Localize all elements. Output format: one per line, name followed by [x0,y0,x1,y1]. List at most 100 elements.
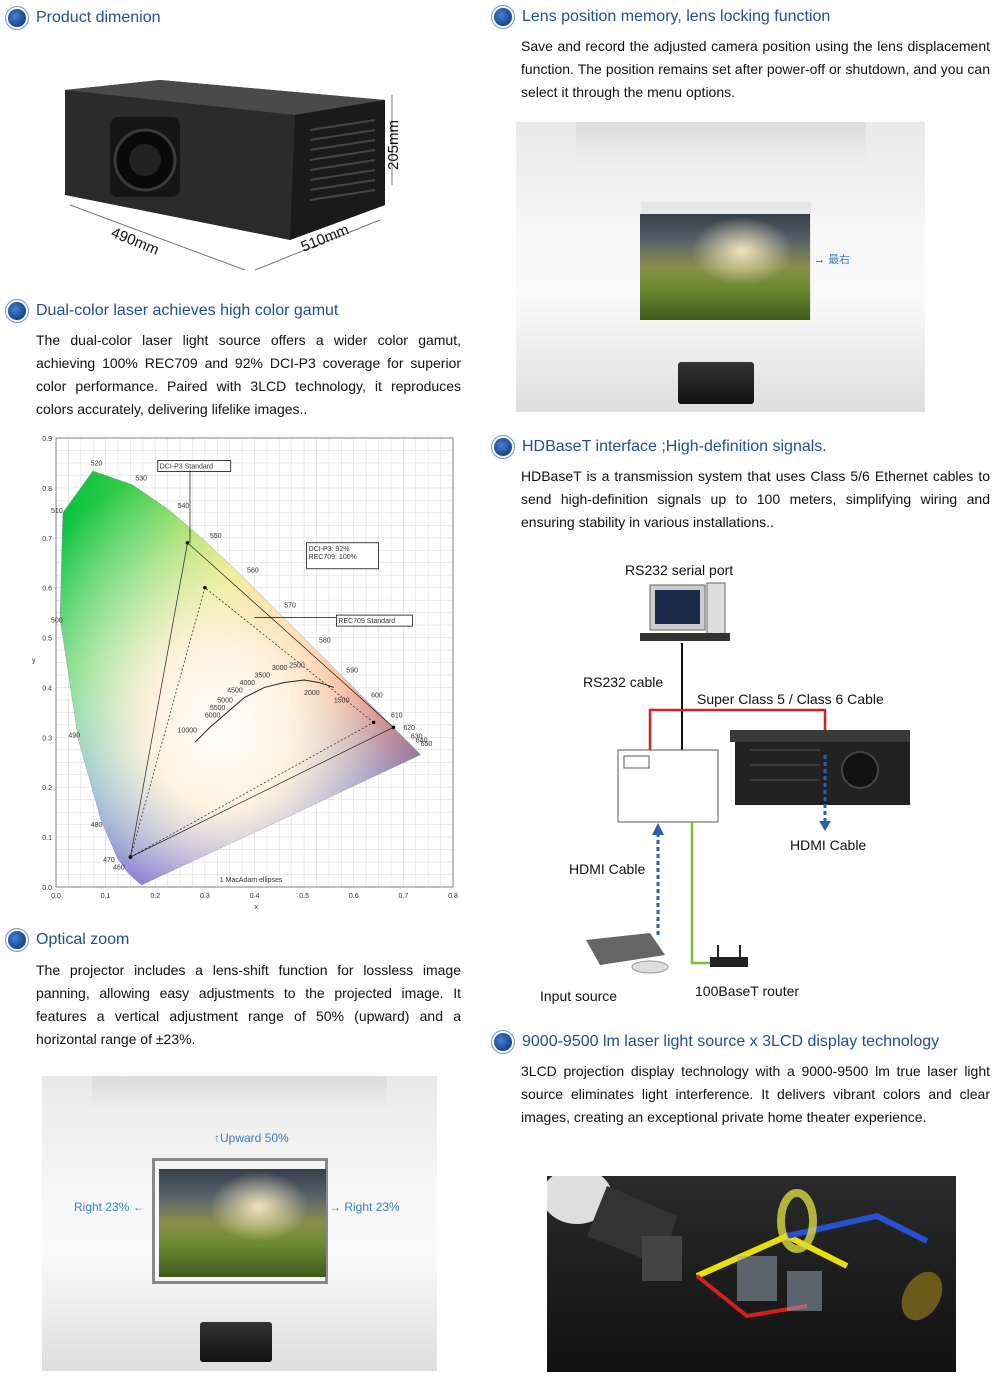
dci-annotation-text: DCI-P3 Standard [160,463,213,470]
coverage-annotation-text: REC709: 100% [309,554,357,561]
coverage-annotation-text: DCI-P3: 92% [309,546,350,553]
y-tick-label: 0.8 [42,486,52,493]
section-heading-laser: 9000-9500 lm laser light source x 3LCD d… [494,1033,939,1051]
y-tick-label: 0.4 [42,685,52,692]
optics-illustration [547,1176,943,1321]
upward-label: ↑Upward 50% [214,1131,289,1145]
class-cable-label: Super Class 5 / Class 6 Cable [697,691,884,707]
wavelength-label: 640 [416,737,428,744]
wavelength-label: 570 [284,603,296,610]
rightmost-label: → 最右 [814,254,851,266]
temperature-label: 2500 [289,662,305,669]
wavelength-label: 620 [403,725,415,732]
y-axis-label: y [32,658,36,665]
section-heading-gamut: Dual-color laser achieves high color gam… [8,302,338,320]
section-heading-lens-memory: Lens position memory, lens locking funct… [494,8,830,26]
bullet-icon [494,1033,512,1051]
temperature-label: 3000 [272,665,288,672]
x-tick-label: 0.8 [448,893,458,900]
bullet-icon [494,8,512,26]
hdmi-cable-right-label: HDMI Cable [790,837,867,853]
projector-drawing [65,80,393,271]
section-heading-zoom: Optical zoom [8,931,129,949]
section-heading-hdbaset: HDBaseT interface ;High-definition signa… [494,438,827,456]
lens-shift-room-image: ↑Upward 50% Right 23% ← → Right 23% [42,1076,437,1371]
hdbaset-paragraph: HDBaseT is a transmission system that us… [521,468,990,530]
height-dimension-label: 205mm [385,119,402,170]
cie-chart: 0.0 0.1 0.2 0.3 0.4 0.5 0.6 0.7 0.8 0.0 0.1 0.2 0.3 0… [28,430,468,915]
x-tick-label: 0.4 [250,893,260,900]
projector-image [200,1322,272,1362]
x-tick-label: 0.1 [101,893,111,900]
wavelength-label: 600 [371,692,383,699]
hdmi-cable-left-label: HDMI Cable [569,861,646,877]
chart-ticks: 0.0 0.1 0.2 0.3 0.4 0.5 0.6 0.7 0.8 0.0 0.1 0.2 0.3 0… [42,436,458,900]
dci-annotation-box [157,460,232,472]
gamut-triangle [129,542,395,858]
macadam-label: 1 MacAdam ellipses [220,877,283,884]
rs232-port-label: RS232 serial port [625,562,734,578]
rec-annotation-text: REC709 Standard [338,618,395,625]
y-tick-label: 0.6 [42,586,52,593]
ceiling-shape [92,1076,387,1116]
section-title: 9000-9500 lm laser light source x 3LCD d… [522,1033,940,1050]
temperature-label: 5500 [210,705,226,712]
3lcd-optics-image [547,1176,956,1372]
rec-annotation-box [335,614,413,627]
x-tick-label: 0.5 [299,893,309,900]
section-title: HDBaseT interface ;High-definition signa… [522,438,827,455]
wavelength-label: 470 [103,857,115,864]
temperature-label: 3500 [255,672,271,679]
wavelength-label: 520 [91,460,103,467]
temperature-label: 5000 [217,697,233,704]
y-tick-label: 0.7 [42,536,52,543]
bullet-icon [494,438,512,456]
section-title: Optical zoom [36,931,130,948]
x-axis-label: x [255,904,259,911]
wavelength-labels: 4604704804905005105205305405505605705805… [51,460,432,871]
wavelength-label: 550 [210,533,222,540]
temperature-label: 4500 [227,687,243,694]
zoom-paragraph: The projector includes a lens-shift func… [36,962,461,1047]
rs232-cable-label: RS232 cable [583,674,664,690]
projected-landscape-image [159,1169,326,1277]
planckian-locus [194,679,335,743]
section-title: Product dimenion [36,9,161,26]
wavelength-label: 540 [178,503,190,510]
coverage-annotation-box [306,542,380,570]
wavelength-label: 460 [113,865,125,872]
y-tick-label: 0.2 [42,785,52,792]
lens-memory-room-image: → 最右 [516,122,925,412]
temperature-label: 1500 [334,697,350,704]
wavelength-label: 610 [391,712,403,719]
gamut-vertex [128,855,133,859]
projector-image [678,362,754,404]
y-tick-label: 0.0 [42,885,52,892]
input-source-label: Input source [540,988,618,1004]
wavelength-label: 490 [68,732,80,739]
projector-dimension-figure: 205mm 490mm 510mm [40,55,440,285]
temperature-label: 10000 [178,727,198,734]
wavelength-label: 560 [247,568,259,575]
y-tick-label: 0.9 [42,436,52,443]
x-tick-label: 0.6 [349,893,359,900]
wavelength-label: 480 [91,822,103,829]
gamut-vertex [391,725,396,730]
y-tick-label: 0.1 [42,835,52,842]
y-tick-label: 0.5 [42,636,52,643]
section-heading-dimension: Product dimenion [8,9,161,27]
left-shift-label: Right 23% ← [74,1200,145,1214]
shift-frame [152,1158,328,1284]
gamut-vertex [203,585,207,590]
laser-paragraph: 3LCD projection display technology with … [521,1063,990,1125]
y-tick-label: 0.3 [42,735,52,742]
section-title: Dual-color laser achieves high color gam… [36,302,339,319]
x-tick-label: 0.0 [51,893,61,900]
wavelength-label: 590 [346,667,358,674]
x-tick-label: 0.2 [150,893,160,900]
wavelength-label: 530 [135,475,147,482]
ceiling-shape [576,122,866,167]
x-tick-label: 0.3 [200,893,210,900]
temperature-label: 6000 [205,712,221,719]
